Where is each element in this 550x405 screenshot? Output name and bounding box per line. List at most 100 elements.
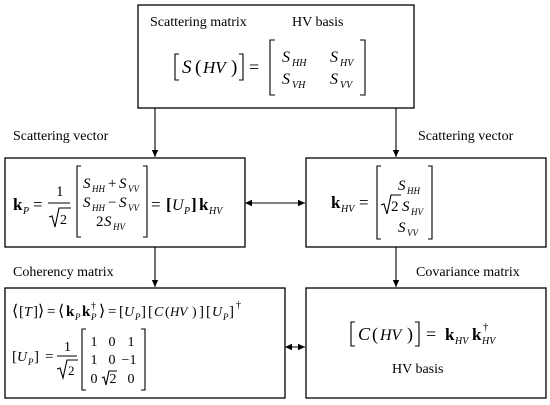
svg-text:2: 2 — [60, 213, 67, 228]
svg-text:): ) — [231, 57, 237, 78]
svg-text:k: k — [199, 195, 209, 214]
svg-text:S: S — [398, 178, 406, 194]
svg-text:U: U — [172, 197, 185, 214]
scattering-matrix-equation: S ( HV ) = S HH S HV S VH S VV — [174, 39, 366, 96]
svg-text:VV: VV — [128, 184, 140, 194]
covariance-hv-basis-caption: HV basis — [392, 362, 443, 377]
svg-text:⟨: ⟨ — [12, 303, 18, 320]
svg-text:HH: HH — [91, 203, 105, 213]
covariance-matrix-equation: C ( HV ) = k HV k HV † — [350, 321, 497, 347]
svg-text:−: − — [108, 195, 116, 211]
svg-text:0: 0 — [109, 353, 116, 368]
svg-text:(: ( — [372, 324, 378, 345]
scattering-matrix-title: Scattering matrix — [150, 15, 247, 30]
svg-text:=: = — [151, 195, 161, 214]
svg-text:†: † — [236, 300, 241, 311]
box-lexicographic-scattering-vector: k HV = S HH 2 S HV S VV — [305, 157, 547, 248]
svg-text:VH: VH — [292, 80, 306, 91]
svg-text:0: 0 — [91, 372, 98, 387]
svg-text:[: [ — [166, 195, 172, 214]
svg-text:S: S — [119, 195, 127, 211]
svg-text:HV: HV — [169, 304, 189, 319]
svg-text:=: = — [359, 193, 369, 212]
label-covariance-matrix: Covariance matrix — [416, 265, 520, 280]
svg-text:VV: VV — [340, 80, 354, 91]
coherency-matrix-equation: ⟨ [ T ] ⟩ = ⟨ k P k P † ⟩ = [ U P ] [ C … — [12, 300, 241, 322]
svg-text:T: T — [24, 305, 33, 320]
svg-text:k: k — [13, 195, 23, 214]
svg-text:†: † — [483, 321, 489, 333]
svg-text:U: U — [17, 350, 28, 365]
box-covariance-matrix: C ( HV ) = k HV k HV † HV basis — [305, 287, 547, 399]
svg-text:†: † — [91, 301, 96, 312]
svg-text:HV: HV — [379, 327, 404, 344]
label-coherency-matrix: Coherency matrix — [13, 265, 114, 280]
svg-text:S: S — [330, 49, 338, 66]
svg-text:=: = — [426, 324, 436, 344]
svg-text:(: ( — [165, 305, 170, 320]
box-coherency-matrix: ⟨ [ T ] ⟩ = ⟨ k P k P † ⟩ = [ U P ] [ C … — [4, 287, 286, 399]
svg-text:VV: VV — [407, 228, 419, 238]
svg-text:): ) — [407, 324, 413, 345]
svg-text:P: P — [90, 312, 97, 322]
svg-text:C: C — [154, 305, 164, 320]
svg-text:2: 2 — [391, 199, 399, 215]
svg-text:]: ] — [229, 304, 234, 320]
svg-text:P: P — [222, 312, 229, 322]
svg-text:]: ] — [34, 349, 39, 365]
box-pauli-scattering-vector: k P = 1 2 S HH + S VV S HH − S VV 2 S HV… — [4, 157, 246, 248]
svg-text:S: S — [104, 214, 112, 230]
svg-text:[: [ — [119, 304, 124, 320]
svg-text:k: k — [445, 325, 455, 344]
box-scattering-matrix: Scattering matrix HV basis S ( HV ) = S … — [137, 4, 415, 109]
svg-text:k: k — [82, 304, 91, 320]
svg-text:−1: −1 — [122, 353, 137, 368]
svg-text:(: ( — [195, 57, 201, 78]
svg-text:]: ] — [199, 304, 204, 320]
svg-text:=: = — [33, 195, 43, 214]
lexicographic-vector-equation: k HV = S HH 2 S HV S VV — [331, 165, 433, 240]
svg-text:k: k — [66, 304, 75, 320]
svg-text:S: S — [83, 195, 91, 211]
svg-text:[: [ — [12, 349, 17, 365]
svg-text:U: U — [124, 305, 135, 320]
svg-text:S: S — [119, 176, 127, 192]
svg-text:P: P — [74, 312, 81, 322]
svg-text:=: = — [249, 57, 259, 77]
svg-text:S: S — [282, 49, 290, 66]
svg-text:k: k — [331, 193, 341, 212]
svg-text:VV: VV — [128, 203, 140, 213]
svg-text:⟩: ⟩ — [38, 303, 44, 320]
svg-text:U: U — [212, 305, 223, 320]
svg-text:HH: HH — [91, 184, 105, 194]
svg-text:HV: HV — [112, 222, 126, 232]
svg-text:P: P — [134, 312, 141, 322]
svg-text:=: = — [45, 349, 53, 365]
svg-text:⟨: ⟨ — [58, 303, 64, 320]
svg-text:1: 1 — [91, 353, 98, 368]
svg-text:=: = — [47, 304, 55, 320]
svg-text:1: 1 — [91, 335, 98, 350]
svg-text:S: S — [402, 199, 410, 215]
pauli-vector-equation: k P = 1 2 S HH + S VV S HH − S VV 2 S HV… — [13, 165, 224, 238]
svg-text:HV: HV — [481, 336, 497, 347]
svg-text:1: 1 — [56, 184, 64, 200]
svg-text:HV: HV — [339, 58, 355, 69]
svg-text:S: S — [398, 220, 406, 236]
label-scattering-vector-left: Scattering vector — [13, 129, 109, 144]
unitary-matrix-cells: 1 0 1 1 0 −1 0 2 0 — [91, 335, 137, 387]
hv-basis-title: HV basis — [292, 15, 343, 30]
svg-text:): ) — [192, 305, 197, 320]
svg-text:HV: HV — [454, 336, 470, 347]
svg-text:]: ] — [141, 304, 146, 320]
svg-text:0: 0 — [128, 372, 135, 387]
svg-text:0: 0 — [109, 335, 116, 350]
label-scattering-vector-right: Scattering vector — [418, 129, 514, 144]
svg-text:P: P — [183, 206, 190, 217]
svg-text:2: 2 — [68, 363, 75, 378]
svg-text:2: 2 — [110, 372, 117, 387]
svg-text:1: 1 — [64, 340, 71, 355]
svg-text:S: S — [182, 57, 192, 78]
svg-text:]: ] — [33, 304, 38, 320]
svg-text:[: [ — [19, 304, 24, 320]
